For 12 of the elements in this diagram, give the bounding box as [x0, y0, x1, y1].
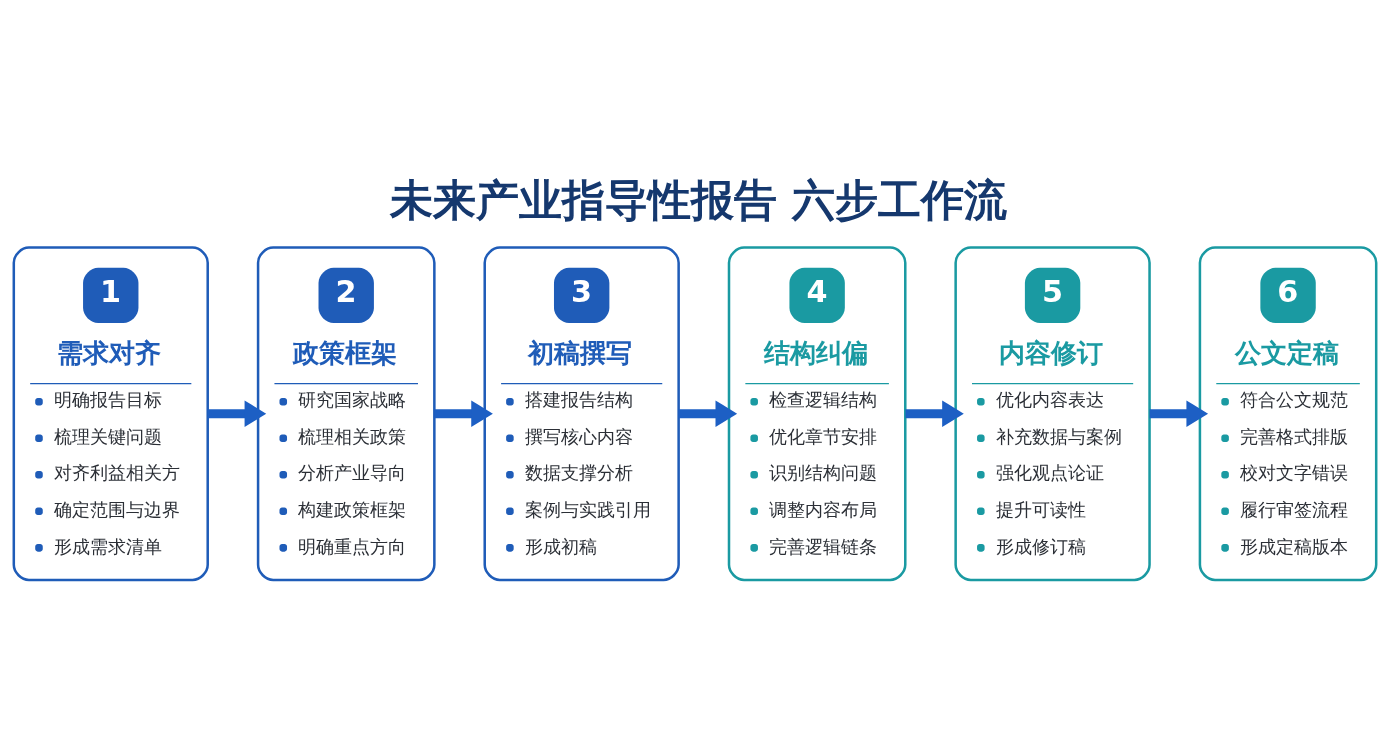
node-box: 4 结构纠偏 检查逻辑结构 优化章节安排 识别结构问题 调整内容布局 完善逻辑链条 [727, 245, 907, 581]
node-box: 1 需求对齐 明确报告目标 梳理关键问题 对齐利益相关方 确定范围与边界 形成需求清单 [12, 245, 209, 581]
node-box: 5 内容修订 优化内容表达 补充数据与案例 强化观点论证 提升可读性 形成修订稿 [954, 245, 1151, 581]
node-box: 2 政策框架 研究国家战略 梳理相关政策 分析产业导向 构建政策框架 明确重点方向 [256, 245, 436, 581]
diagram-title: 未来产业指导性报告 六步工作流 [390, 174, 1008, 225]
arrow [1149, 399, 1209, 427]
node-box: 3 初稿撰写 搭建报告结构 撰写核心内容 数据支撑分析 案例与实践引用 形成初稿 [483, 245, 680, 581]
arrow [678, 399, 738, 427]
arrow [207, 399, 267, 427]
node-box: 6 公文定稿 符合公文规范 完善格式排版 校对文字错误 履行审签流程 形成定稿版本 [1198, 245, 1378, 581]
arrow [434, 400, 493, 427]
arrow [905, 400, 964, 427]
